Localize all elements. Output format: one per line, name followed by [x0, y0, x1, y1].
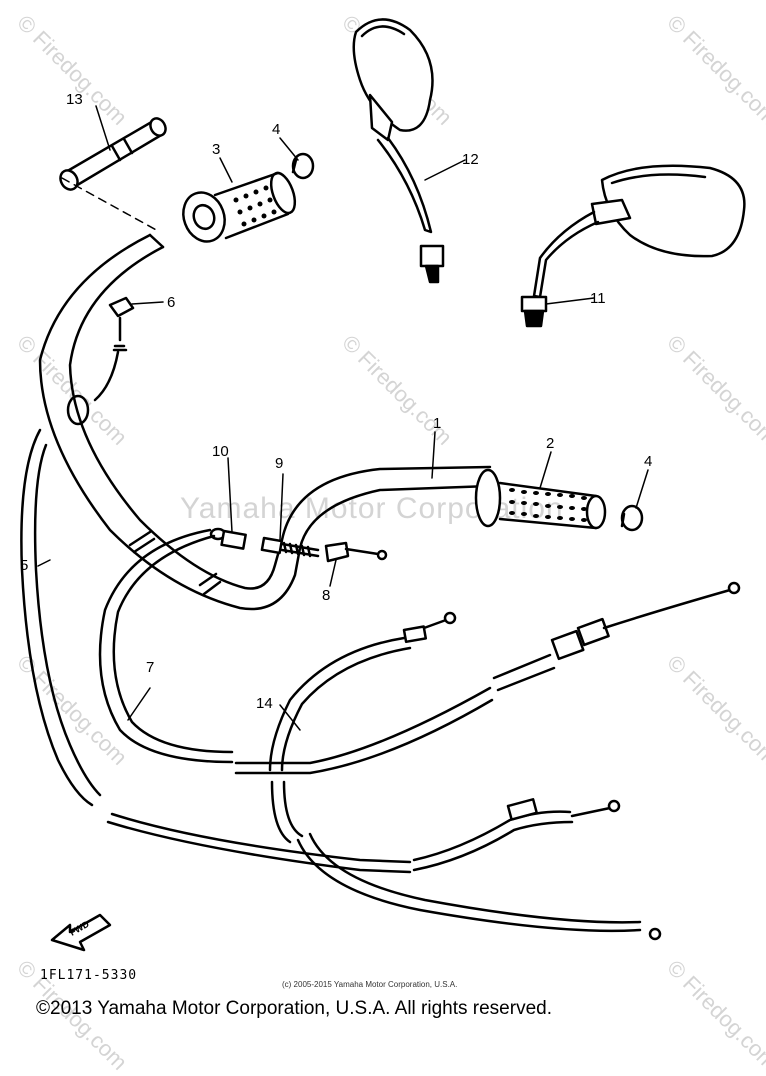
fine-print: (c) 2005-2015 Yamaha Motor Corporation, … [282, 980, 458, 989]
leader-lines [37, 105, 649, 731]
callout-4-right: 4 [644, 453, 652, 470]
throttle-cable-11 [234, 611, 662, 941]
callout-5: 5 [20, 557, 28, 574]
callout-9: 9 [275, 455, 283, 472]
parts-diagram: 13 3 4 12 11 6 1 2 4 10 9 5 8 7 14 FWD [20, 18, 746, 952]
callout-8: 8 [322, 587, 330, 604]
fwd-arrow [50, 913, 112, 952]
callout-14: 13 [66, 91, 83, 108]
grip-end-right [620, 504, 644, 532]
callout-11: 14 [256, 695, 273, 712]
callout-2: 2 [546, 435, 554, 452]
callout-1: 1 [433, 415, 441, 432]
bar-end-weight [59, 117, 167, 191]
clutch-cable [20, 428, 102, 807]
left-mirror [352, 18, 445, 284]
part-number: 1FL171-5330 [40, 968, 138, 983]
callout-7: 7 [146, 659, 154, 676]
callout-12: 11 [590, 290, 606, 307]
callout-6: 6 [167, 294, 175, 311]
cable-right-lower [412, 798, 621, 872]
copyright-notice: ©2013 Yamaha Motor Corporation, U.S.A. A… [36, 998, 552, 1019]
cable-right-upper [492, 581, 741, 692]
right-grip [474, 468, 607, 530]
callout-4: 4 [272, 121, 280, 138]
handlebar [38, 233, 492, 611]
throttle-cable-7 [98, 528, 234, 764]
callout-3: 3 [212, 141, 220, 158]
left-grip [182, 171, 297, 243]
callout-10: 10 [212, 443, 229, 460]
right-mirror [520, 164, 746, 328]
callout-13: 12 [462, 151, 479, 168]
cable-clamp [66, 296, 135, 426]
